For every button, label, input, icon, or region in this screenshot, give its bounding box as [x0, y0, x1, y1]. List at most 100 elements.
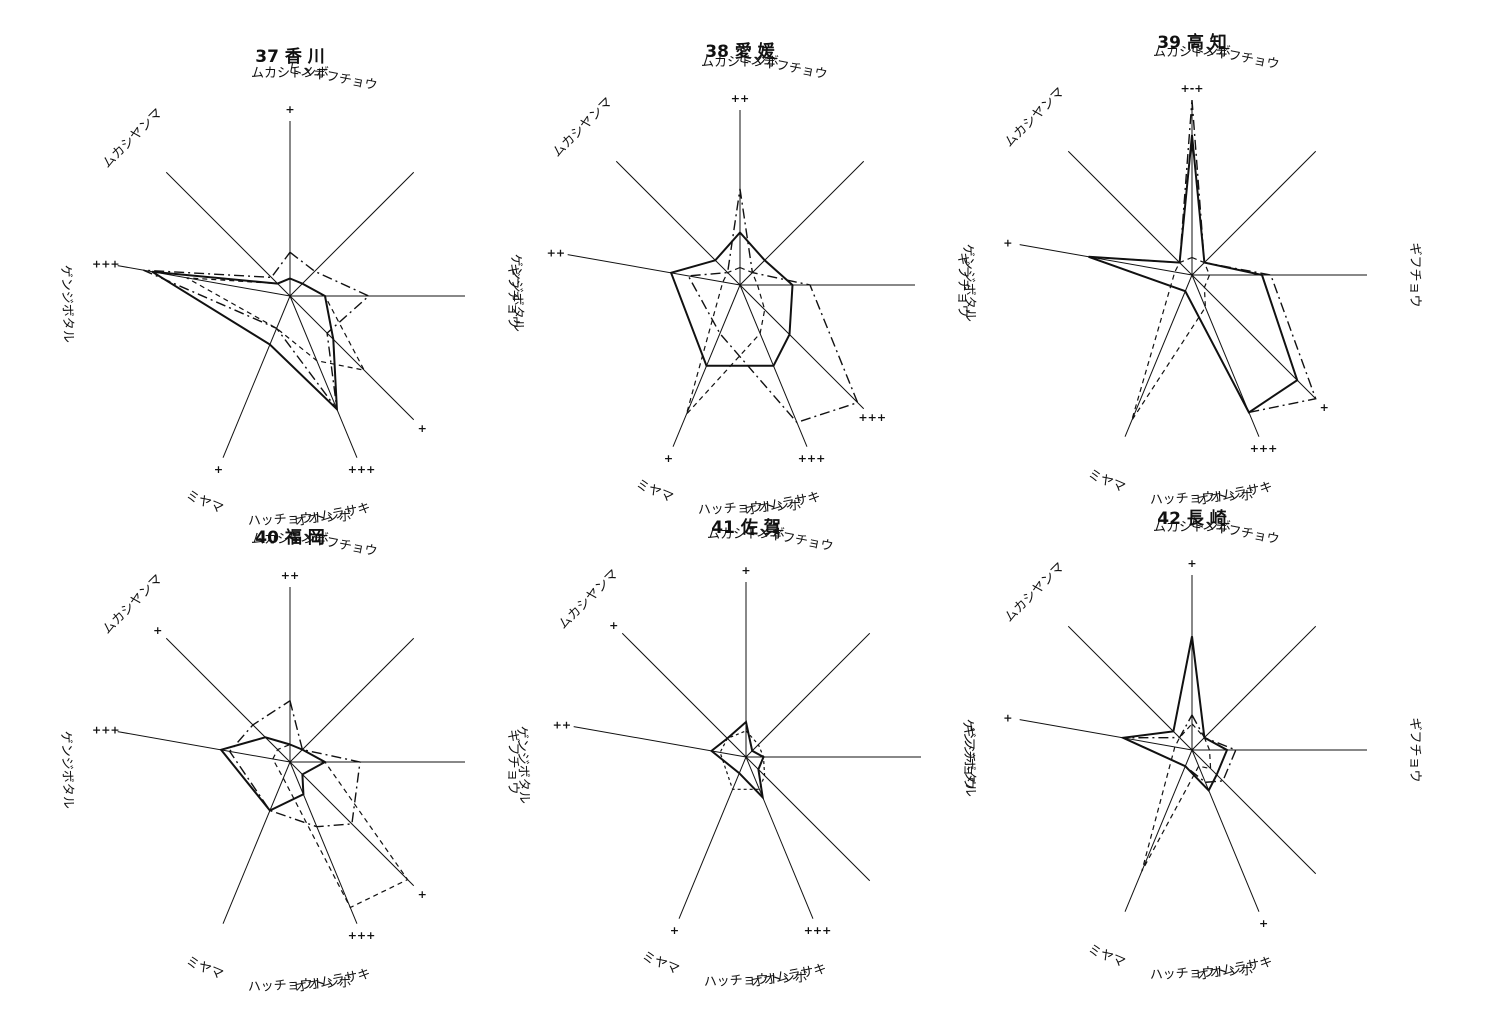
axis-tick-mark: +	[1259, 917, 1268, 930]
axis-spoke	[1019, 244, 1193, 276]
axis-label: ギフチョウ	[955, 252, 970, 317]
axis-label: ミヤマ	[1086, 942, 1128, 971]
series-polygon-solid-heavy	[219, 736, 328, 812]
axis-label: ミヤマ	[184, 954, 226, 983]
axis-spoke	[289, 295, 415, 421]
chart-title: 42 長 崎	[1157, 508, 1227, 529]
series-polygon-dash-dot	[1122, 713, 1237, 784]
radar-chart-6: 42 長 崎+ムカシトンボヒメギフチョウギフチョウオオムラサキ+ハッチョウトンボ…	[960, 508, 1422, 984]
axis-spoke	[745, 756, 871, 882]
axis-spoke	[739, 284, 865, 410]
axis-label: ムカシヤンマ	[1002, 85, 1068, 151]
axis-spoke	[567, 254, 741, 286]
axis-label: ゲンジボタル	[58, 265, 76, 343]
axis-tick-mark: +++	[804, 924, 832, 937]
axis-spoke	[165, 171, 291, 297]
axis-tick-mark: ++	[281, 569, 299, 582]
axis-tick-mark: +	[1003, 712, 1012, 725]
axis-label: ハッチョウトンボ	[247, 510, 352, 530]
chart-title: 40 福 岡	[255, 527, 325, 548]
radar-chart-3: 39 高 知+-+ムカシトンボヒメギフチョウギフチョウ+オオムラサキ+++ハッチ…	[960, 32, 1422, 509]
axis-label: ヒメギフチョウ	[736, 51, 828, 83]
axis-label: ヒメギフチョウ	[1188, 516, 1280, 548]
series-polygon-solid-heavy	[1119, 636, 1229, 793]
axis-spoke	[621, 632, 747, 758]
radar-chart-4: 40 福 岡++ムカシトンボヒメギフチョウギフチョウ+オオムラサキ+++ハッチョ…	[58, 527, 520, 996]
axis-spoke	[289, 171, 415, 297]
axis-spoke	[1191, 749, 1317, 875]
axis-label: ムカシトンボ	[701, 55, 779, 70]
series-polygon-dashed	[685, 266, 766, 415]
radar-chart-2: 38 愛 媛++ムカシトンボヒメギフチョウギフチョウ+++オオムラサキ+++ハッ…	[508, 41, 970, 519]
axis-tick-mark: +	[670, 924, 679, 937]
axis-spoke	[573, 726, 747, 758]
axis-tick-mark: +	[214, 463, 223, 476]
axis-label: ムカシヤンマ	[100, 106, 166, 172]
axis-spoke	[1019, 719, 1193, 751]
axis-spoke	[678, 756, 747, 919]
axis-spoke	[1124, 749, 1193, 912]
axis-spoke	[739, 160, 865, 286]
axis-spoke	[1191, 749, 1260, 912]
axis-tick-mark: +++	[92, 724, 120, 737]
axis-label: ムカシヤンマ	[1002, 560, 1068, 626]
axis-label: ハッチョウトンボ	[247, 976, 352, 996]
axis-label: ゲンジボタル	[58, 731, 76, 809]
axis-tick-mark: +++	[92, 258, 120, 271]
axis-tick-mark: +	[1003, 237, 1012, 250]
axis-spoke	[222, 761, 291, 924]
axis-tick-mark: +	[153, 624, 162, 637]
axis-label: ムカシトンボ	[251, 66, 329, 81]
axis-label: ヒメギフチョウ	[286, 62, 378, 94]
axis-spoke	[289, 295, 358, 458]
axis-label: ゲンジボタル	[960, 244, 978, 322]
axis-tick-mark: +-+	[1181, 82, 1204, 95]
radar-chart-1: 37 香 川+ムカシトンボヒメギフチョウギフチョウ+オオムラサキ+++ハッチョウ…	[58, 47, 520, 530]
series-polygon-dashed	[272, 743, 409, 909]
series-polygon-solid-heavy	[151, 270, 339, 412]
axis-tick-mark: +	[418, 422, 427, 435]
axis-label: ゲンジボタル	[960, 719, 978, 797]
axis-tick-mark: +++	[798, 452, 826, 465]
axis-spoke	[615, 160, 741, 286]
axis-label: ムカシトンボ	[707, 527, 785, 542]
axis-tick-mark: +	[285, 103, 294, 116]
axis-label: ハッチョウトンボ	[1149, 489, 1254, 509]
axis-spoke	[1067, 150, 1193, 276]
series-polygon-solid-heavy	[709, 720, 765, 801]
axis-label: ミヤマ	[640, 949, 682, 978]
radar-chart-5: 41 佐 賀+ムカシトンボヒメギフチョウギフチョウオオムラサキ+++ハッチョウト…	[514, 517, 976, 991]
series-polygon-dashed	[1131, 256, 1211, 421]
axis-spoke	[1191, 150, 1317, 276]
axis-tick-mark: +++	[1250, 442, 1278, 455]
axis-label: ギフチョウ	[1407, 242, 1422, 307]
axis-label: ムカシヤンマ	[550, 95, 616, 161]
axis-spoke	[745, 756, 814, 919]
axis-spoke	[1191, 274, 1317, 400]
axis-label: ヒメギフチョウ	[286, 528, 378, 560]
axis-tick-mark: ++	[731, 92, 749, 105]
axis-label: ミヤマ	[184, 488, 226, 517]
series-polygon-dashed	[186, 277, 366, 372]
axis-spoke	[1124, 274, 1193, 437]
axis-label: ムカシトンボ	[1153, 520, 1231, 535]
axis-label: ミヤマ	[634, 477, 676, 506]
axis-spoke	[289, 637, 415, 763]
series-polygon-dashed	[1141, 722, 1212, 872]
axis-label: ミヤマ	[1086, 467, 1128, 496]
axis-label: ハッチョウトンボ	[1149, 964, 1254, 984]
axis-tick-mark: +	[418, 888, 427, 901]
axis-tick-mark: +	[664, 452, 673, 465]
axis-tick-mark: +++	[858, 411, 886, 424]
axis-label: ムカシトンボ	[1153, 45, 1231, 60]
axis-tick-mark: +	[741, 564, 750, 577]
series-polygon-dash-dot	[143, 251, 371, 412]
axis-label: ハッチョウトンボ	[697, 499, 802, 519]
axis-label: ハッチョウトンボ	[703, 971, 808, 991]
axis-label: ゲンジボタル	[508, 254, 526, 332]
chart-title: 37 香 川	[255, 47, 325, 67]
axis-label: ヒメギフチョウ	[1188, 41, 1280, 73]
axis-tick-mark: +++	[348, 929, 376, 942]
axis-label: ゲンジボタル	[514, 726, 532, 804]
